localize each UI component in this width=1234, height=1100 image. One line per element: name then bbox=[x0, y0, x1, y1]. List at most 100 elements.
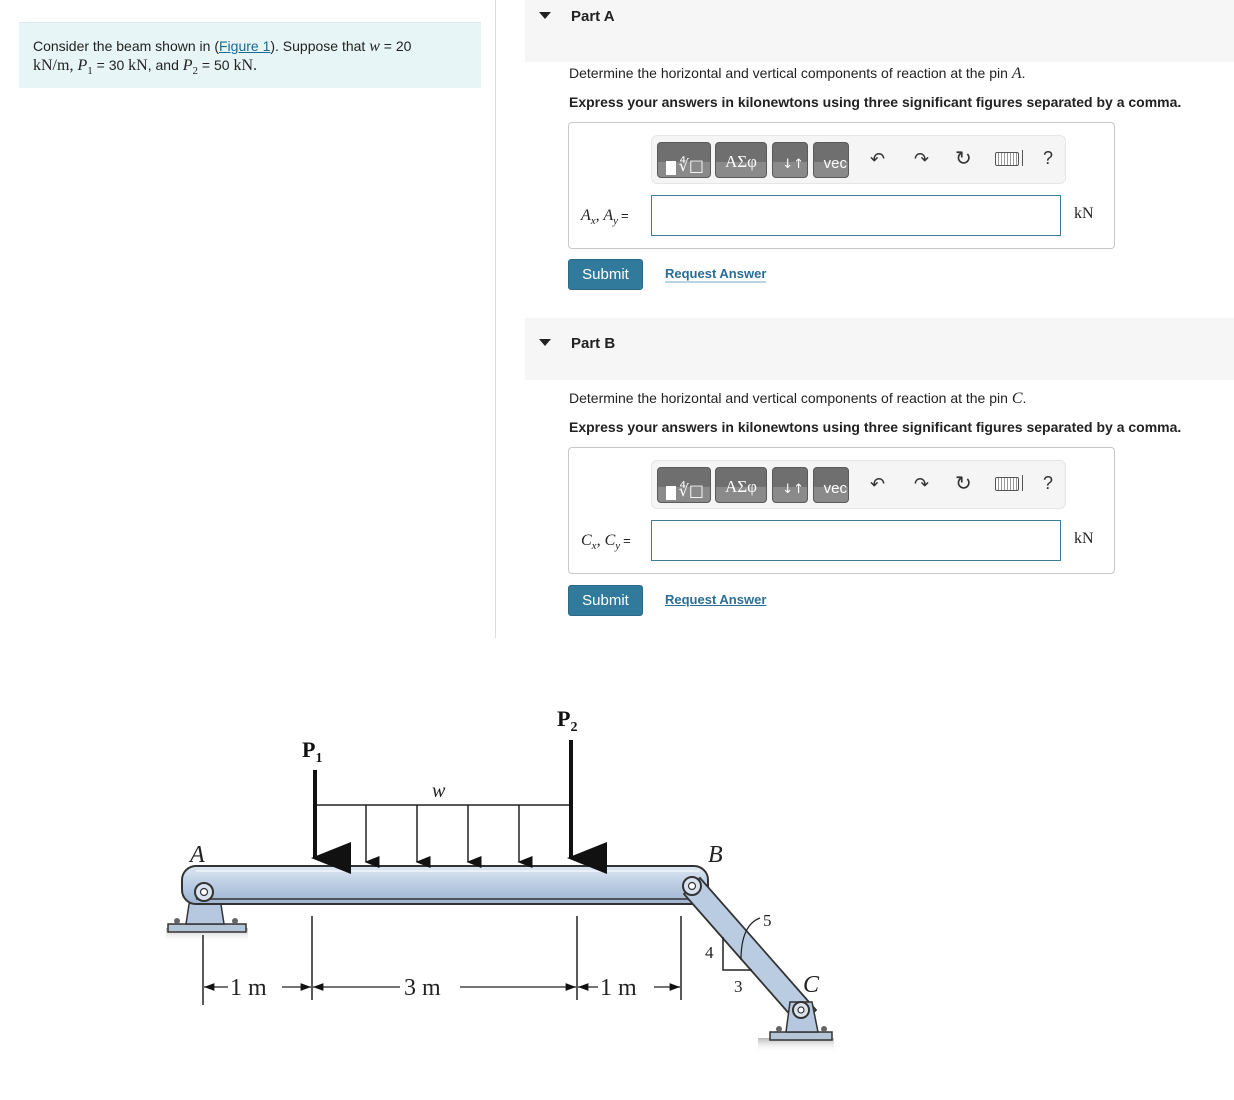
dim-1m-label: 1 m bbox=[230, 975, 267, 1001]
vector-button[interactable]: vec bbox=[813, 142, 849, 178]
slope-rise-label: 4 bbox=[705, 943, 714, 962]
part-b-answer-input[interactable] bbox=[651, 520, 1061, 561]
keyboard-icon[interactable] bbox=[995, 152, 1019, 166]
greek-symbols-button[interactable]: ΑΣφ bbox=[715, 142, 767, 178]
problem-statement: Consider the beam shown in (Figure 1). S… bbox=[19, 22, 481, 88]
distributed-load-w: w bbox=[315, 780, 571, 868]
label-sub: x bbox=[590, 215, 596, 228]
unit-label: kN bbox=[1074, 530, 1094, 547]
point-b-label: B bbox=[708, 842, 723, 868]
member-bc bbox=[682, 876, 818, 1028]
slope-run-label: 3 bbox=[734, 977, 743, 996]
answer-label: Ax, Ay= bbox=[581, 207, 629, 227]
force-p2: P2 bbox=[557, 706, 607, 874]
block-icon bbox=[666, 486, 676, 500]
svg-text:P1: P1 bbox=[302, 737, 322, 766]
part-a-answer-box: ∜□ ΑΣφ ↓↑ vec ↶ ↷ ↻ ? Ax, Ay= kN bbox=[568, 122, 1115, 249]
point-a-label: A bbox=[188, 842, 205, 868]
templates-button[interactable]: ∜□ bbox=[657, 467, 711, 503]
part-a-answer-input[interactable] bbox=[651, 195, 1061, 236]
arrows-button[interactable]: ↓↑ bbox=[772, 142, 808, 178]
p2-unit: kN. bbox=[233, 57, 258, 74]
help-icon[interactable]: ? bbox=[1043, 148, 1054, 168]
part-b-title: Part B bbox=[571, 335, 616, 352]
label-var: A bbox=[581, 207, 591, 224]
label-equals: = bbox=[623, 533, 631, 548]
question-var: C bbox=[1011, 390, 1023, 407]
templates-button[interactable]: ∜□ bbox=[657, 142, 711, 178]
part-a-submit-button[interactable]: Submit bbox=[568, 259, 643, 290]
part-b-header[interactable]: Part B bbox=[525, 318, 1234, 380]
p1-label: P bbox=[302, 737, 315, 762]
slope-triangle: 4 3 5 bbox=[705, 911, 772, 996]
part-b-answer-box: ∜□ ΑΣφ ↓↑ vec ↶ ↷ ↻ ? Cx, Cy= kN bbox=[568, 447, 1115, 574]
part-b-instruction: Express your answers in kilonewtons usin… bbox=[569, 419, 1182, 435]
p2-subscript: 2 bbox=[570, 720, 577, 735]
problem-text: Consider the beam shown in ( bbox=[33, 38, 219, 54]
beam-diagram: w P1 P2 A B C 4 3 5 bbox=[166, 706, 834, 1052]
part-a-instruction: Express your answers in kilonewtons usin… bbox=[569, 94, 1182, 110]
problem-text: ). Suppose that bbox=[270, 38, 370, 54]
p2-var: P bbox=[182, 57, 193, 74]
beam-ab bbox=[181, 865, 709, 905]
p2-label: P bbox=[557, 706, 570, 731]
keyboard-icon[interactable] bbox=[995, 477, 1019, 491]
column-divider bbox=[495, 0, 496, 638]
question-text: Determine the horizontal and vertical co… bbox=[569, 390, 1012, 406]
help-icon[interactable]: ? bbox=[1043, 473, 1054, 493]
figure-1-link[interactable]: Figure 1 bbox=[219, 38, 271, 54]
question-text: Determine the horizontal and vertical co… bbox=[569, 65, 1012, 81]
radical-icon: ∜□ bbox=[678, 481, 704, 500]
arrows-button[interactable]: ↓↑ bbox=[772, 467, 808, 503]
reset-icon[interactable]: ↻ bbox=[955, 146, 972, 170]
part-b-request-answer-link[interactable]: Request Answer bbox=[665, 592, 767, 607]
w-value: = 20 bbox=[379, 38, 412, 54]
label-sub: y bbox=[613, 215, 619, 228]
p1-var: P bbox=[77, 57, 88, 74]
dimension-lines: 1 m 3 m 1 m bbox=[202, 916, 682, 1005]
question-text: . bbox=[1022, 390, 1027, 406]
slope-hyp-label: 5 bbox=[763, 911, 772, 930]
greek-symbols-button[interactable]: ΑΣφ bbox=[715, 467, 767, 503]
p1-symbol: P1 bbox=[77, 57, 92, 77]
p2-value: = 50 bbox=[198, 57, 234, 73]
vector-button[interactable]: vec bbox=[813, 467, 849, 503]
question-var: A bbox=[1011, 65, 1022, 82]
collapse-caret-icon[interactable] bbox=[539, 339, 551, 346]
redo-icon[interactable]: ↷ bbox=[914, 474, 930, 495]
p2-sub: 2 bbox=[192, 65, 199, 78]
w-var: w bbox=[369, 38, 380, 55]
w-unit: kN/m, bbox=[33, 57, 78, 74]
svg-text:P2: P2 bbox=[557, 706, 577, 735]
reset-icon[interactable]: ↻ bbox=[955, 471, 972, 495]
pin-support-c bbox=[758, 1001, 834, 1052]
dim-1m-label-2: 1 m bbox=[600, 975, 637, 1001]
part-a-header[interactable]: Part A bbox=[525, 0, 1234, 62]
unit-label: kN bbox=[1074, 205, 1094, 222]
part-a-title: Part A bbox=[571, 8, 615, 25]
question-text: . bbox=[1021, 65, 1026, 81]
problem-text: , and bbox=[147, 57, 183, 73]
block-icon bbox=[666, 161, 676, 175]
label-sub: y bbox=[615, 540, 621, 553]
dim-3m-label: 3 m bbox=[404, 975, 441, 1001]
undo-icon[interactable]: ↶ bbox=[870, 474, 886, 495]
redo-icon[interactable]: ↷ bbox=[914, 149, 930, 170]
label-var: , C bbox=[596, 532, 616, 549]
p1-unit: kN bbox=[128, 57, 148, 74]
label-sub: x bbox=[591, 540, 597, 553]
beam-figure: w P1 P2 A B C 4 3 5 bbox=[150, 690, 850, 1070]
part-a-request-answer-link[interactable]: Request Answer bbox=[665, 266, 767, 283]
p1-subscript: 1 bbox=[315, 751, 322, 766]
p2-symbol: P2 bbox=[182, 57, 199, 78]
force-p1: P1 bbox=[302, 737, 351, 874]
undo-icon[interactable]: ↶ bbox=[870, 149, 886, 170]
w-label: w bbox=[432, 780, 446, 802]
point-c-label: C bbox=[803, 972, 820, 998]
label-equals: = bbox=[621, 208, 629, 223]
math-toolbar: ∜□ ΑΣφ ↓↑ vec ↶ ↷ ↻ ? bbox=[651, 460, 1066, 509]
label-var: , A bbox=[595, 207, 614, 224]
w-symbol: w bbox=[369, 38, 380, 55]
collapse-caret-icon[interactable] bbox=[539, 12, 551, 19]
part-b-submit-button[interactable]: Submit bbox=[568, 585, 643, 616]
